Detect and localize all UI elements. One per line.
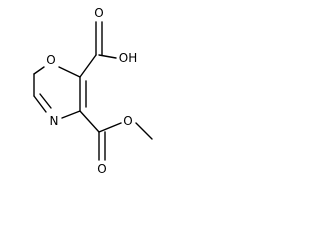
bond-ester-oxygen bbox=[98, 122, 122, 133]
bond-o1-c5 bbox=[58, 66, 81, 78]
bond-c2-o1 bbox=[33, 66, 45, 75]
bond-n3-c2 bbox=[33, 95, 47, 113]
ring-nitrogen-label: N bbox=[50, 114, 59, 128]
ring-oxygen-label: O bbox=[46, 53, 55, 67]
bond-n3-c2-double bbox=[39, 93, 52, 109]
ester-carbonyl-oxygen-label: O bbox=[97, 162, 106, 176]
ester-oxygen-label: O bbox=[123, 114, 132, 128]
bond-c4-ester-carbon bbox=[79, 110, 100, 133]
bond-methyl bbox=[135, 122, 153, 140]
acid-carbonyl-oxygen-label: O bbox=[94, 6, 103, 20]
acid-hydroxyl-label: OH bbox=[119, 51, 137, 65]
bond-acid-hydroxyl bbox=[98, 54, 117, 59]
bond-c5-acid-carbon bbox=[79, 54, 97, 78]
bond-c4-n3 bbox=[61, 110, 81, 119]
oxazole-structure-diagram: O N O OH O O bbox=[33, 6, 153, 176]
